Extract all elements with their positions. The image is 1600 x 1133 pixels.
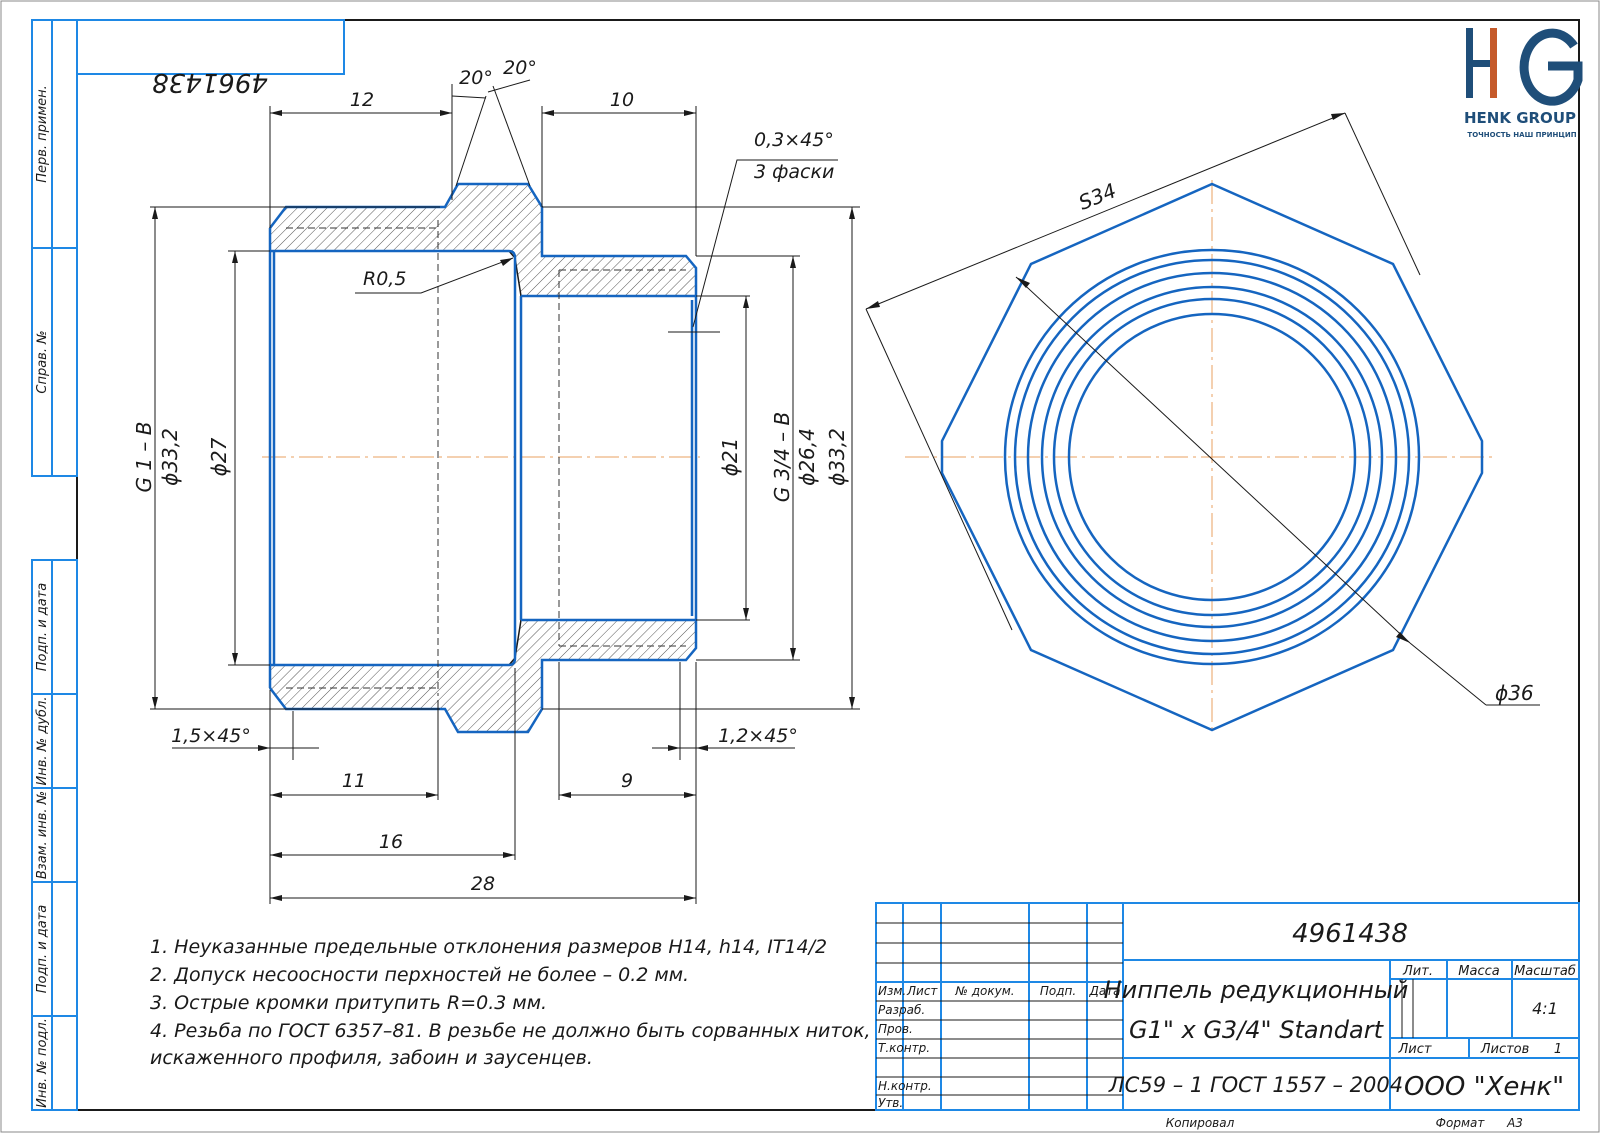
note-3: 3. Острые кромки притупить R=0.3 мм. [150,992,547,1014]
dim-d36: ϕ36 [1495,681,1534,705]
dim-d21: ϕ21 [718,438,742,477]
dim-angle-left: 20° [459,67,493,89]
large-bore [270,249,517,667]
upper-wall-section [269,183,697,297]
note-4: 4. Резьба по ГОСТ 6357–81. В резьбе не д… [150,1020,871,1042]
section-view: 12 20° 20° 10 0,3×45° 3 фаски R0,5 G 1 –… [132,57,860,904]
lower-wall-section [269,619,697,733]
tb-head-list: Лист [906,984,938,998]
stamp-number: 4961438 [152,67,268,97]
dim-d332-right: ϕ33,2 [825,428,849,486]
dim-16: 16 [379,831,403,853]
henk-group-logo: HENK GROUP ТОЧНОСТЬ НАШ ПРИНЦИП [1464,28,1583,139]
note-4-cont: искаженного профиля, забоин и заусенцев. [150,1047,593,1069]
tb-role-nkontr: Н.контр. [878,1079,932,1093]
tb-head-ndoc: № докум. [954,984,1014,998]
mirrored-number-stamp: 4961438 [76,19,345,97]
dim-11: 11 [342,770,366,792]
dim-angle-right: 20° [503,57,537,79]
tb-role-razrab: Разраб. [878,1003,925,1017]
side-strip [31,19,78,1111]
dim-s34: S34 [1075,178,1119,215]
title-block: 4961438 Изм. Лист № докум. Подп. Дата Ра… [875,902,1580,1130]
hex-view: S34 ϕ36 [865,112,1540,735]
tb-sheet: Лист [1398,1042,1432,1057]
side-label-inv-dubl: Инв. № дубл. [35,697,50,786]
dim-d264: ϕ26,4 [795,428,819,486]
tb-role-prov: Пров. [878,1022,913,1036]
tb-name-line1: Ниппель редукционный [1104,976,1409,1004]
side-label-podp-2: Подп. и дата [35,905,50,994]
dim-28: 28 [471,873,495,895]
dim-9: 9 [621,770,633,792]
side-label-podp-1: Подп. и дата [35,583,50,672]
dim-r05: R0,5 [363,268,406,290]
side-label-inv-podl: Инв. № подл. [35,1018,50,1108]
side-label-sprav: Справ. № [35,330,50,393]
tb-format-label: Формат [1436,1116,1486,1130]
logo-slogan: ТОЧНОСТЬ НАШ ПРИНЦИП [1467,131,1576,139]
side-strip-labels: Перв. примен. Справ. № Подп. и дата Инв.… [35,85,50,1108]
logo-g-mark [1519,28,1583,106]
dim-chamfer-15: 1,5×45° [171,725,251,747]
tb-sheets: Листов [1480,1042,1530,1057]
circle-d27 [1026,271,1398,643]
tb-massa: Масса [1458,964,1499,979]
tb-role-tkontr: Т.контр. [878,1041,930,1055]
tb-sheets-count: 1 [1554,1042,1562,1057]
hex-outline [940,182,1484,732]
tb-role-utv: Утв. [878,1096,903,1110]
tb-scale: 4:1 [1532,999,1558,1018]
dim-d332-left: ϕ33,2 [158,428,182,486]
tb-head-data: Дата [1088,984,1120,998]
dim-chamfer-top: 0,3×45° [754,129,834,151]
dim-chamfer-note: 3 фаски [754,161,834,183]
dim-12: 12 [350,89,374,111]
tb-company: ООО "Хенк" [1404,1072,1564,1102]
dim-10: 10 [610,89,634,111]
circle-d21 [1067,312,1357,602]
tb-lit: Лит. [1402,964,1433,979]
technical-notes: 1. Неуказанные предельные отклонения раз… [150,936,871,1069]
circle-d33-outer [1003,248,1421,666]
circle-d264 [1052,297,1372,617]
dim-g34b: G 3/4 – B [770,412,794,502]
note-1: 1. Неуказанные предельные отклонения раз… [150,936,827,958]
tb-format: A3 [1506,1116,1523,1130]
tb-doc-number: 4961438 [1292,919,1408,949]
note-2: 2. Допуск несоосности перхностей не боле… [150,964,689,986]
tb-head-podp: Подп. [1040,984,1076,998]
logo-brand: HENK GROUP [1464,109,1576,127]
tb-copied: Копировал [1166,1116,1235,1130]
dim-g1b: G 1 – B [132,421,156,492]
dim-d27: ϕ27 [207,437,231,476]
side-label-vzam: Взам. инв. № [35,791,50,879]
dim-chamfer-12: 1,2×45° [718,725,798,747]
tb-material: ЛС59 – 1 ГОСТ 1557 – 2004 [1108,1073,1403,1097]
tb-masshtab: Масштаб [1514,964,1576,979]
tb-name-line2: G1" x G3/4" Standart [1129,1016,1385,1044]
tb-head-izm: Изм. [878,984,906,998]
side-label-perv: Перв. примен. [35,85,50,183]
